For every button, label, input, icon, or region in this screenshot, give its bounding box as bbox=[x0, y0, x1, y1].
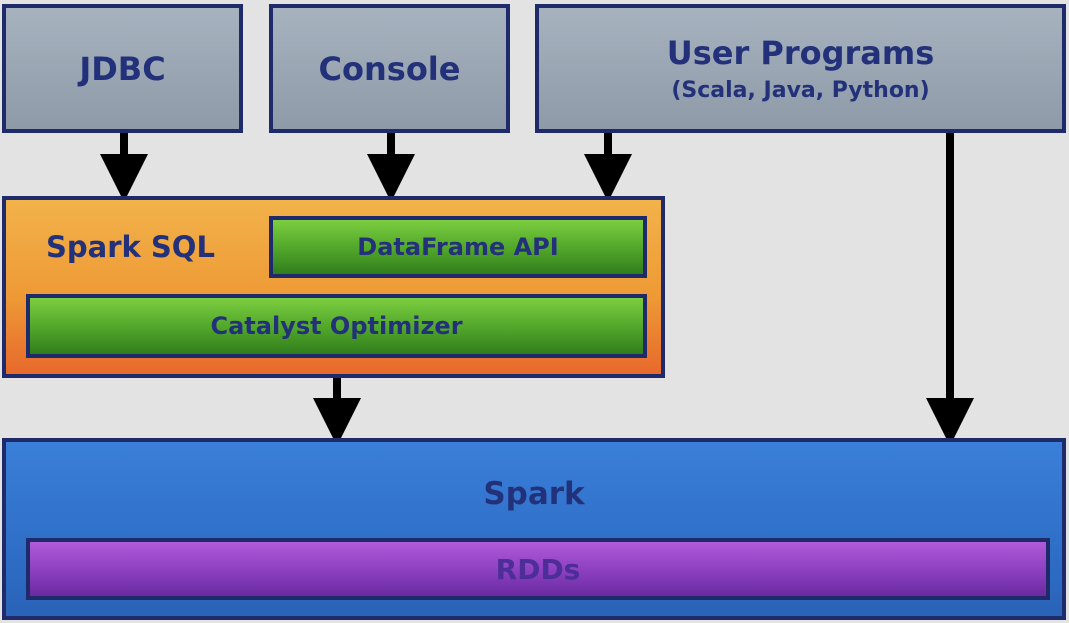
rdds-label: RDDs bbox=[495, 552, 581, 586]
user-programs-box: User Programs (Scala, Java, Python) bbox=[535, 4, 1066, 133]
dataframe-api-label: DataFrame API bbox=[357, 233, 559, 261]
user-programs-subtitle: (Scala, Java, Python) bbox=[671, 78, 930, 103]
rdds-box: RDDs bbox=[26, 538, 1050, 600]
catalyst-optimizer-box: Catalyst Optimizer bbox=[26, 294, 647, 358]
jdbc-label: JDBC bbox=[79, 49, 166, 88]
spark-label: Spark bbox=[483, 476, 585, 512]
catalyst-optimizer-label: Catalyst Optimizer bbox=[210, 312, 463, 340]
spark-box: Spark RDDs bbox=[2, 438, 1066, 620]
spark-sql-box: Spark SQL DataFrame API Catalyst Optimiz… bbox=[2, 196, 665, 378]
user-programs-title: User Programs bbox=[666, 34, 935, 72]
jdbc-box: JDBC bbox=[2, 4, 243, 133]
console-label: Console bbox=[318, 49, 461, 88]
dataframe-api-box: DataFrame API bbox=[269, 216, 647, 278]
spark-sql-label: Spark SQL bbox=[46, 230, 215, 264]
console-box: Console bbox=[269, 4, 510, 133]
